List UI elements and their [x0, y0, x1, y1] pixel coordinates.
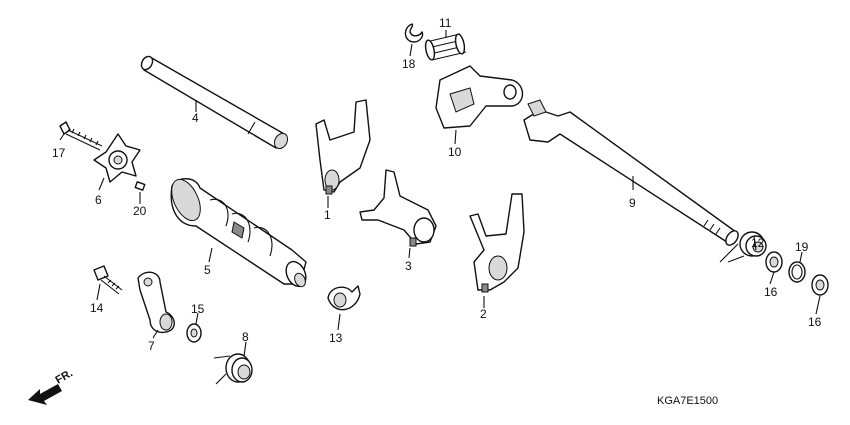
- callout-18: 18: [402, 57, 416, 71]
- part-9-gearshift-spindle[interactable]: [523, 99, 741, 247]
- part-4-fork-shaft[interactable]: [139, 54, 290, 150]
- part-10-guide-plate[interactable]: [435, 65, 524, 129]
- part-14-bolt[interactable]: [93, 265, 123, 295]
- part-3-shift-fork[interactable]: [359, 169, 437, 247]
- front-direction-arrow: FR.: [28, 367, 75, 405]
- callout-8: 8: [242, 330, 249, 344]
- part-6-star-plate[interactable]: [93, 133, 141, 183]
- part-19-circlip[interactable]: [788, 261, 806, 283]
- part-17-bolt[interactable]: [59, 121, 103, 151]
- part-2-shift-fork[interactable]: [469, 193, 525, 293]
- part-16-washer-b[interactable]: [811, 274, 829, 296]
- callout-7: 7: [148, 339, 155, 353]
- callout-13: 13: [329, 331, 343, 345]
- part-5-shift-drum[interactable]: [166, 175, 310, 290]
- part-13-plate[interactable]: [327, 285, 361, 311]
- callout-12: 12: [751, 236, 765, 250]
- part-20-dowel-pin[interactable]: [134, 181, 146, 191]
- callout-19: 19: [795, 240, 809, 254]
- callouts: 4 17 6 20 5 1 3 2 9 10 11 18 14 7 15 8 1…: [52, 16, 822, 353]
- arrow-icon: [28, 384, 62, 405]
- part-12-return-spring[interactable]: [719, 231, 767, 263]
- callout-10: 10: [448, 145, 462, 159]
- part-1-shift-fork[interactable]: [315, 99, 371, 195]
- callout-17: 17: [52, 146, 66, 160]
- callout-16-upper: 16: [764, 285, 778, 299]
- callout-2: 2: [480, 307, 487, 321]
- callout-5: 5: [204, 263, 211, 277]
- part-7-stopper-arm[interactable]: [137, 271, 175, 334]
- diagram-code: KGA7E1500: [657, 395, 718, 407]
- callout-16-lower: 16: [808, 315, 822, 329]
- callout-20: 20: [133, 204, 147, 218]
- callout-6: 6: [95, 193, 102, 207]
- callout-1: 1: [324, 208, 331, 222]
- callout-3: 3: [405, 259, 412, 273]
- callout-9: 9: [629, 196, 636, 210]
- part-15-washer[interactable]: [186, 323, 202, 343]
- callout-14: 14: [90, 301, 104, 315]
- callout-11: 11: [439, 16, 452, 30]
- leader-lines: [59, 30, 821, 357]
- callout-4: 4: [192, 111, 199, 125]
- front-label: FR.: [54, 367, 75, 386]
- part-16-washer-a[interactable]: [765, 251, 783, 273]
- callout-15: 15: [191, 302, 205, 316]
- part-11-spring[interactable]: [424, 33, 467, 61]
- part-18-clip[interactable]: [404, 23, 424, 43]
- part-8-return-spring[interactable]: [213, 353, 253, 385]
